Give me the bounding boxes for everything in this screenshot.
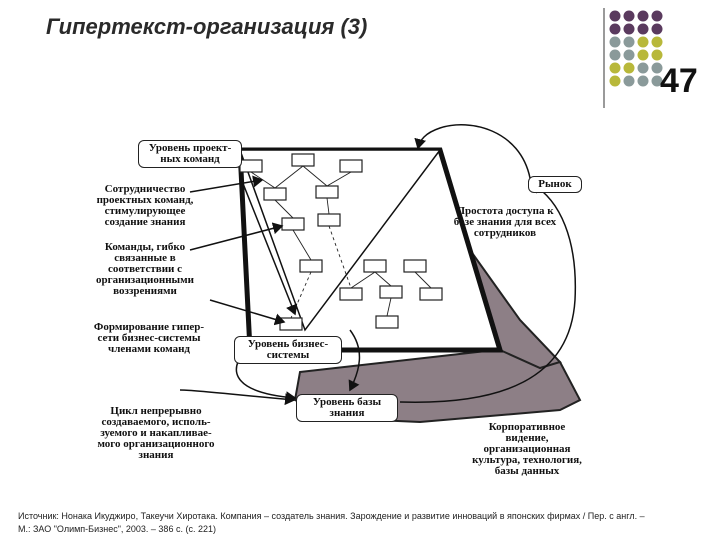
- label-project-level: Уровень проект-ных команд: [138, 140, 242, 168]
- decorative-dot: [623, 10, 635, 22]
- decorative-dot: [609, 36, 621, 48]
- decorative-dot: [609, 10, 621, 22]
- org-boxes: [239, 153, 443, 331]
- decorative-dot: [623, 36, 635, 48]
- decorative-dot: [637, 62, 649, 74]
- decorative-dot: [609, 75, 621, 87]
- decorative-dot: [651, 10, 663, 22]
- slide-title: Гипертекст-организация (3): [46, 14, 368, 39]
- project-teams-plane: [238, 149, 442, 332]
- divider-line: [603, 8, 605, 108]
- decorative-dot: [651, 49, 663, 61]
- decorative-dot: [637, 75, 649, 87]
- decorative-dot: [651, 62, 663, 74]
- label-knowledge-level: Уровень базы знания: [296, 394, 398, 422]
- decorative-dot: [637, 49, 649, 61]
- label-market: Рынок: [528, 176, 582, 193]
- decorative-dot: [623, 49, 635, 61]
- decorative-dot: [651, 36, 663, 48]
- source-citation: Источник: Нонака Икуджиро, Такеучи Хирот…: [18, 511, 645, 534]
- page-number: 47: [660, 62, 698, 100]
- decorative-dot: [637, 10, 649, 22]
- label-cooperation: Сотрудничество проектных команд, стимули…: [96, 183, 194, 228]
- decorative-dot: [651, 75, 663, 87]
- label-corporate-vision: Корпоративное видение, организационная к…: [472, 421, 582, 477]
- label-business-level: Уровень бизнес-системы: [234, 336, 342, 364]
- hypertext-diagram: Уровень проект-ных команд Сотрудничество…: [0, 100, 720, 500]
- decorative-dot: [623, 62, 635, 74]
- decorative-dots: [609, 10, 663, 87]
- decorative-dot: [637, 36, 649, 48]
- decorative-dot: [609, 23, 621, 35]
- decorative-dot: [609, 62, 621, 74]
- decorative-dot: [623, 75, 635, 87]
- decorative-dot: [637, 23, 649, 35]
- label-hypernet-formation: Формирование гипер-сети бизнес-системы ч…: [93, 321, 205, 355]
- label-knowledge-cycle: Цикл непрерывно создаваемого, исполь-зуе…: [97, 405, 215, 461]
- label-easy-access: Простота доступа к базе знания для всех …: [453, 205, 557, 239]
- decorative-dot: [623, 23, 635, 35]
- decorative-dot: [609, 49, 621, 61]
- label-flexible-teams: Команды, гибко связанные в соответствии …: [96, 241, 194, 297]
- decorative-dot: [651, 23, 663, 35]
